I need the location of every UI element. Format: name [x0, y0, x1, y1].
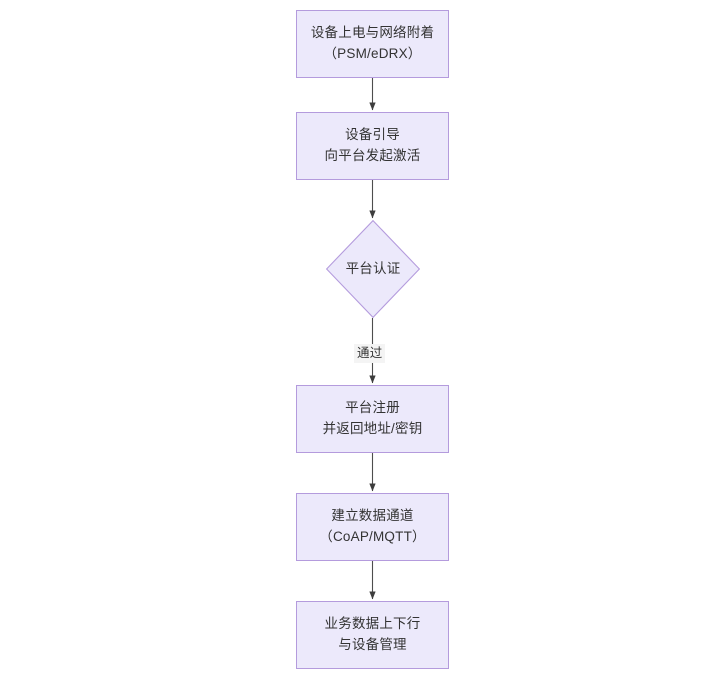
node-text-line: 平台注册 — [345, 400, 400, 416]
decision-label-wrapper: 平台认证 — [326, 220, 420, 318]
node-text-line: 平台认证 — [345, 260, 401, 276]
node-device-power-on[interactable]: 设备上电与网络附着 （PSM/eDRX） — [296, 10, 449, 78]
node-text-line: 与设备管理 — [338, 637, 407, 652]
edge-label-authentication-pass: 通过 — [354, 344, 386, 363]
node-text-line: 设备上电与网络附着 — [310, 25, 435, 41]
node-platform-registration[interactable]: 平台注册 并返回地址/密钥 — [296, 385, 449, 453]
diamond-shape — [326, 220, 420, 318]
node-device-bootstrap[interactable]: 设备引导 向平台发起激活 — [296, 112, 449, 180]
node-text-line: 向平台发起激活 — [324, 148, 421, 163]
node-platform-authentication[interactable]: 平台认证 — [326, 220, 420, 318]
node-data-channel-setup[interactable]: 建立数据通道 （CoAP/MQTT） — [296, 493, 449, 561]
node-text-line: （PSM/eDRX） — [323, 46, 422, 61]
node-business-data-and-device-management[interactable]: 业务数据上下行 与设备管理 — [296, 601, 449, 669]
node-text-line: （CoAP/MQTT） — [319, 529, 426, 544]
node-text-line: 建立数据通道 — [331, 508, 414, 524]
node-text-line: 业务数据上下行 — [324, 616, 421, 632]
node-text-line: 设备引导 — [345, 127, 400, 143]
node-text-line: 并返回地址/密钥 — [322, 421, 423, 436]
